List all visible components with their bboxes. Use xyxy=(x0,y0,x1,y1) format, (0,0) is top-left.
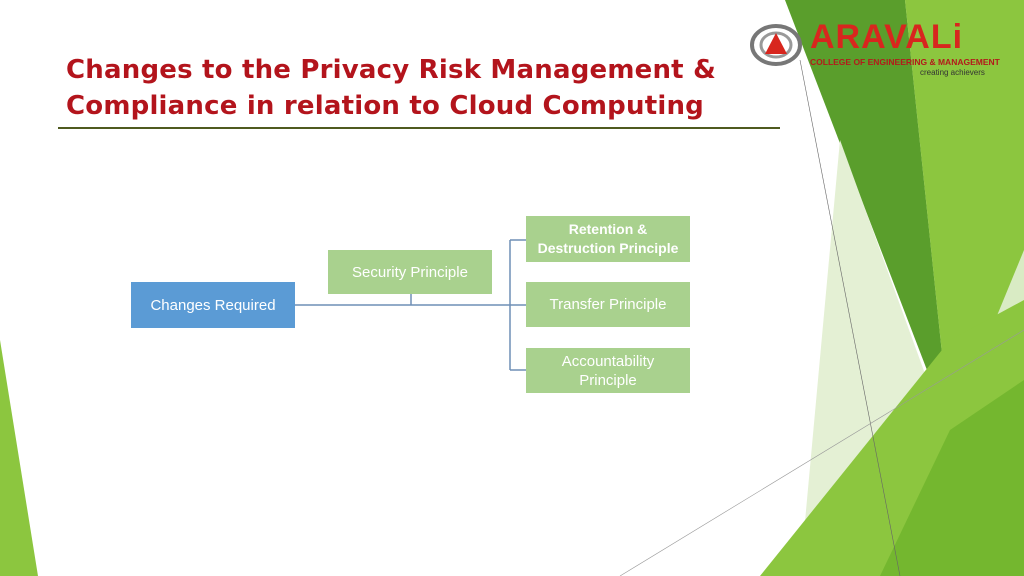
logo-name: ARAVALi xyxy=(810,18,964,56)
logo-tagline: creating achievers xyxy=(920,68,985,77)
title-underline xyxy=(58,127,780,129)
node-security-principle: Security Principle xyxy=(328,250,492,294)
logo-emblem-icon xyxy=(750,24,802,66)
node-accountability-principle: Accountability Principle xyxy=(526,348,690,393)
node-changes-required: Changes Required xyxy=(131,282,295,328)
slide-title: Changes to the Privacy Risk Management &… xyxy=(66,52,716,124)
node-retention-principle: Retention & Destruction Principle xyxy=(526,216,690,262)
title-line-2: Compliance in relation to Cloud Computin… xyxy=(66,91,704,121)
node-transfer-principle: Transfer Principle xyxy=(526,282,690,327)
aravali-logo: ARAVALi COLLEGE OF ENGINEERING & MANAGEM… xyxy=(750,18,1000,83)
logo-subtitle: COLLEGE OF ENGINEERING & MANAGEMENT xyxy=(810,57,1000,67)
title-line-1: Changes to the Privacy Risk Management & xyxy=(66,55,716,85)
